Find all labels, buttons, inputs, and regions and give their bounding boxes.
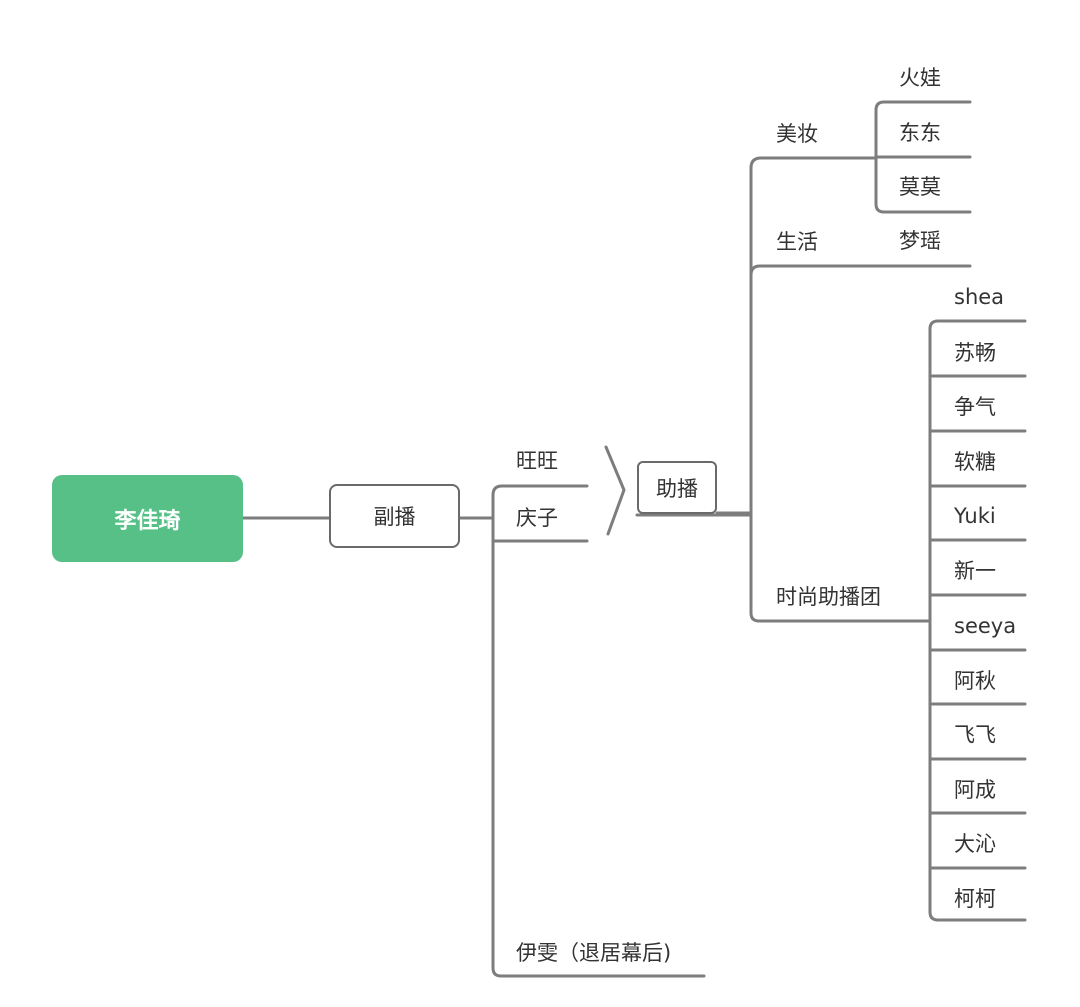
shenghuo-branch xyxy=(749,264,972,277)
root-label: 李佳琦 xyxy=(114,508,181,534)
member-node[interactable]: 飞飞 xyxy=(954,723,996,747)
member-node[interactable]: 梦瑶 xyxy=(899,229,941,253)
shishang-sub-trunk xyxy=(928,319,1027,331)
member-node[interactable]: Yuki xyxy=(954,504,996,528)
fubo-node[interactable]: 副播 xyxy=(329,484,460,548)
fubo-top-corner xyxy=(491,484,589,497)
member-node[interactable]: 阿成 xyxy=(954,778,996,802)
meizhuang-sub-trunk xyxy=(874,100,972,112)
member-node[interactable]: 苏畅 xyxy=(954,341,996,365)
category-meizhuang[interactable]: 美妆 xyxy=(776,122,818,146)
node-yiwen[interactable]: 伊雯（退居幕后) xyxy=(516,941,672,965)
zhubo-node[interactable]: 助播 xyxy=(637,461,717,514)
member-node[interactable]: 柯柯 xyxy=(954,887,996,911)
member-node[interactable]: 争气 xyxy=(954,395,996,419)
fubo-label: 副播 xyxy=(373,505,416,529)
category-shishang[interactable]: 时尚助播团 xyxy=(776,585,881,609)
zhubo-label: 助播 xyxy=(656,476,698,501)
member-node[interactable]: 莫莫 xyxy=(899,175,941,199)
node-qingzi[interactable]: 庆子 xyxy=(516,506,558,530)
member-node[interactable]: 新一 xyxy=(954,559,996,583)
member-node[interactable]: 火娃 xyxy=(899,66,941,90)
fubo-trunk xyxy=(491,493,706,978)
zhubo-trunk xyxy=(749,156,878,170)
category-shenghuo[interactable]: 生活 xyxy=(776,230,818,254)
node-wangwang[interactable]: 旺旺 xyxy=(516,449,558,473)
member-node[interactable]: 软糖 xyxy=(954,450,996,474)
root-node[interactable]: 李佳琦 xyxy=(52,475,243,562)
member-node[interactable]: 阿秋 xyxy=(954,669,996,693)
member-node[interactable]: shea xyxy=(954,285,1005,309)
chevron-mark xyxy=(604,445,626,536)
meizhuang-sub-trunk-v xyxy=(874,108,972,214)
shishang-sub-trunk-v xyxy=(928,327,1027,922)
member-node[interactable]: seeya xyxy=(954,614,1017,638)
zhubo-trunk-vertical xyxy=(749,166,932,623)
member-node[interactable]: 东东 xyxy=(899,121,941,145)
member-node[interactable]: 大沁 xyxy=(954,832,996,856)
